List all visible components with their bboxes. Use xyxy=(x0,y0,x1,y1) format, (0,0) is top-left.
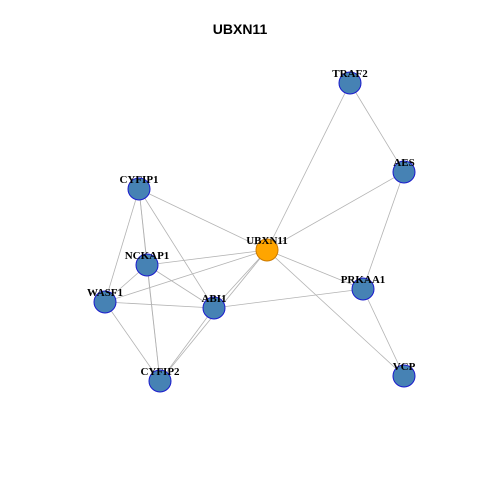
edge-nckap1-cyfip2 xyxy=(146,264,161,382)
edge-abi1-cyfip2 xyxy=(159,307,215,382)
node-label-cyfip1: CYFIP1 xyxy=(119,174,158,186)
graph-title: UBXN11 xyxy=(212,21,268,37)
node-aes xyxy=(392,160,416,184)
edge-ubxn11-nckap1 xyxy=(146,249,268,266)
node-label-vcp: VCP xyxy=(393,361,416,373)
edge-ubxn11-abi1 xyxy=(213,249,268,309)
edge-aes-prkaa1 xyxy=(362,171,405,290)
edge-prkaa1-abi1 xyxy=(213,288,364,309)
edge-cyfip1-wasf1 xyxy=(104,188,140,303)
node-vcp xyxy=(392,364,416,388)
node-label-wasf1: WASF1 xyxy=(87,287,123,299)
node-prkaa1 xyxy=(351,277,375,301)
node-nckap1 xyxy=(135,253,159,277)
node-abi1 xyxy=(202,296,226,320)
edge-wasf1-cyfip2 xyxy=(104,301,161,382)
node-wasf1 xyxy=(93,290,117,314)
nodes-layer xyxy=(93,71,416,393)
node-label-aes: AES xyxy=(393,157,414,169)
node-label-traf2: TRAF2 xyxy=(332,68,368,80)
edge-ubxn11-wasf1 xyxy=(104,249,268,303)
node-traf2 xyxy=(338,71,362,95)
edge-traf2-ubxn11 xyxy=(266,82,351,251)
edge-aes-ubxn11 xyxy=(266,171,405,251)
edge-ubxn11-vcp xyxy=(266,249,405,377)
edge-prkaa1-vcp xyxy=(362,288,405,377)
node-label-nckap1: NCKAP1 xyxy=(125,250,170,262)
node-ubxn11 xyxy=(255,238,279,262)
edge-ubxn11-prkaa1 xyxy=(266,249,364,290)
node-cyfip1 xyxy=(127,177,151,201)
node-cyfip2 xyxy=(148,369,172,393)
node-label-ubxn11: UBXN11 xyxy=(246,235,288,247)
edges-layer xyxy=(104,82,405,382)
edge-wasf1-abi1 xyxy=(104,301,215,309)
edge-nckap1-abi1 xyxy=(146,264,215,309)
edge-traf2-aes xyxy=(349,82,405,173)
node-label-abi1: ABI1 xyxy=(201,293,226,305)
edge-ubxn11-cyfip1 xyxy=(138,188,268,251)
edge-cyfip1-abi1 xyxy=(138,188,215,309)
node-label-prkaa1: PRKAA1 xyxy=(341,274,386,286)
node-label-cyfip2: CYFIP2 xyxy=(140,366,180,378)
